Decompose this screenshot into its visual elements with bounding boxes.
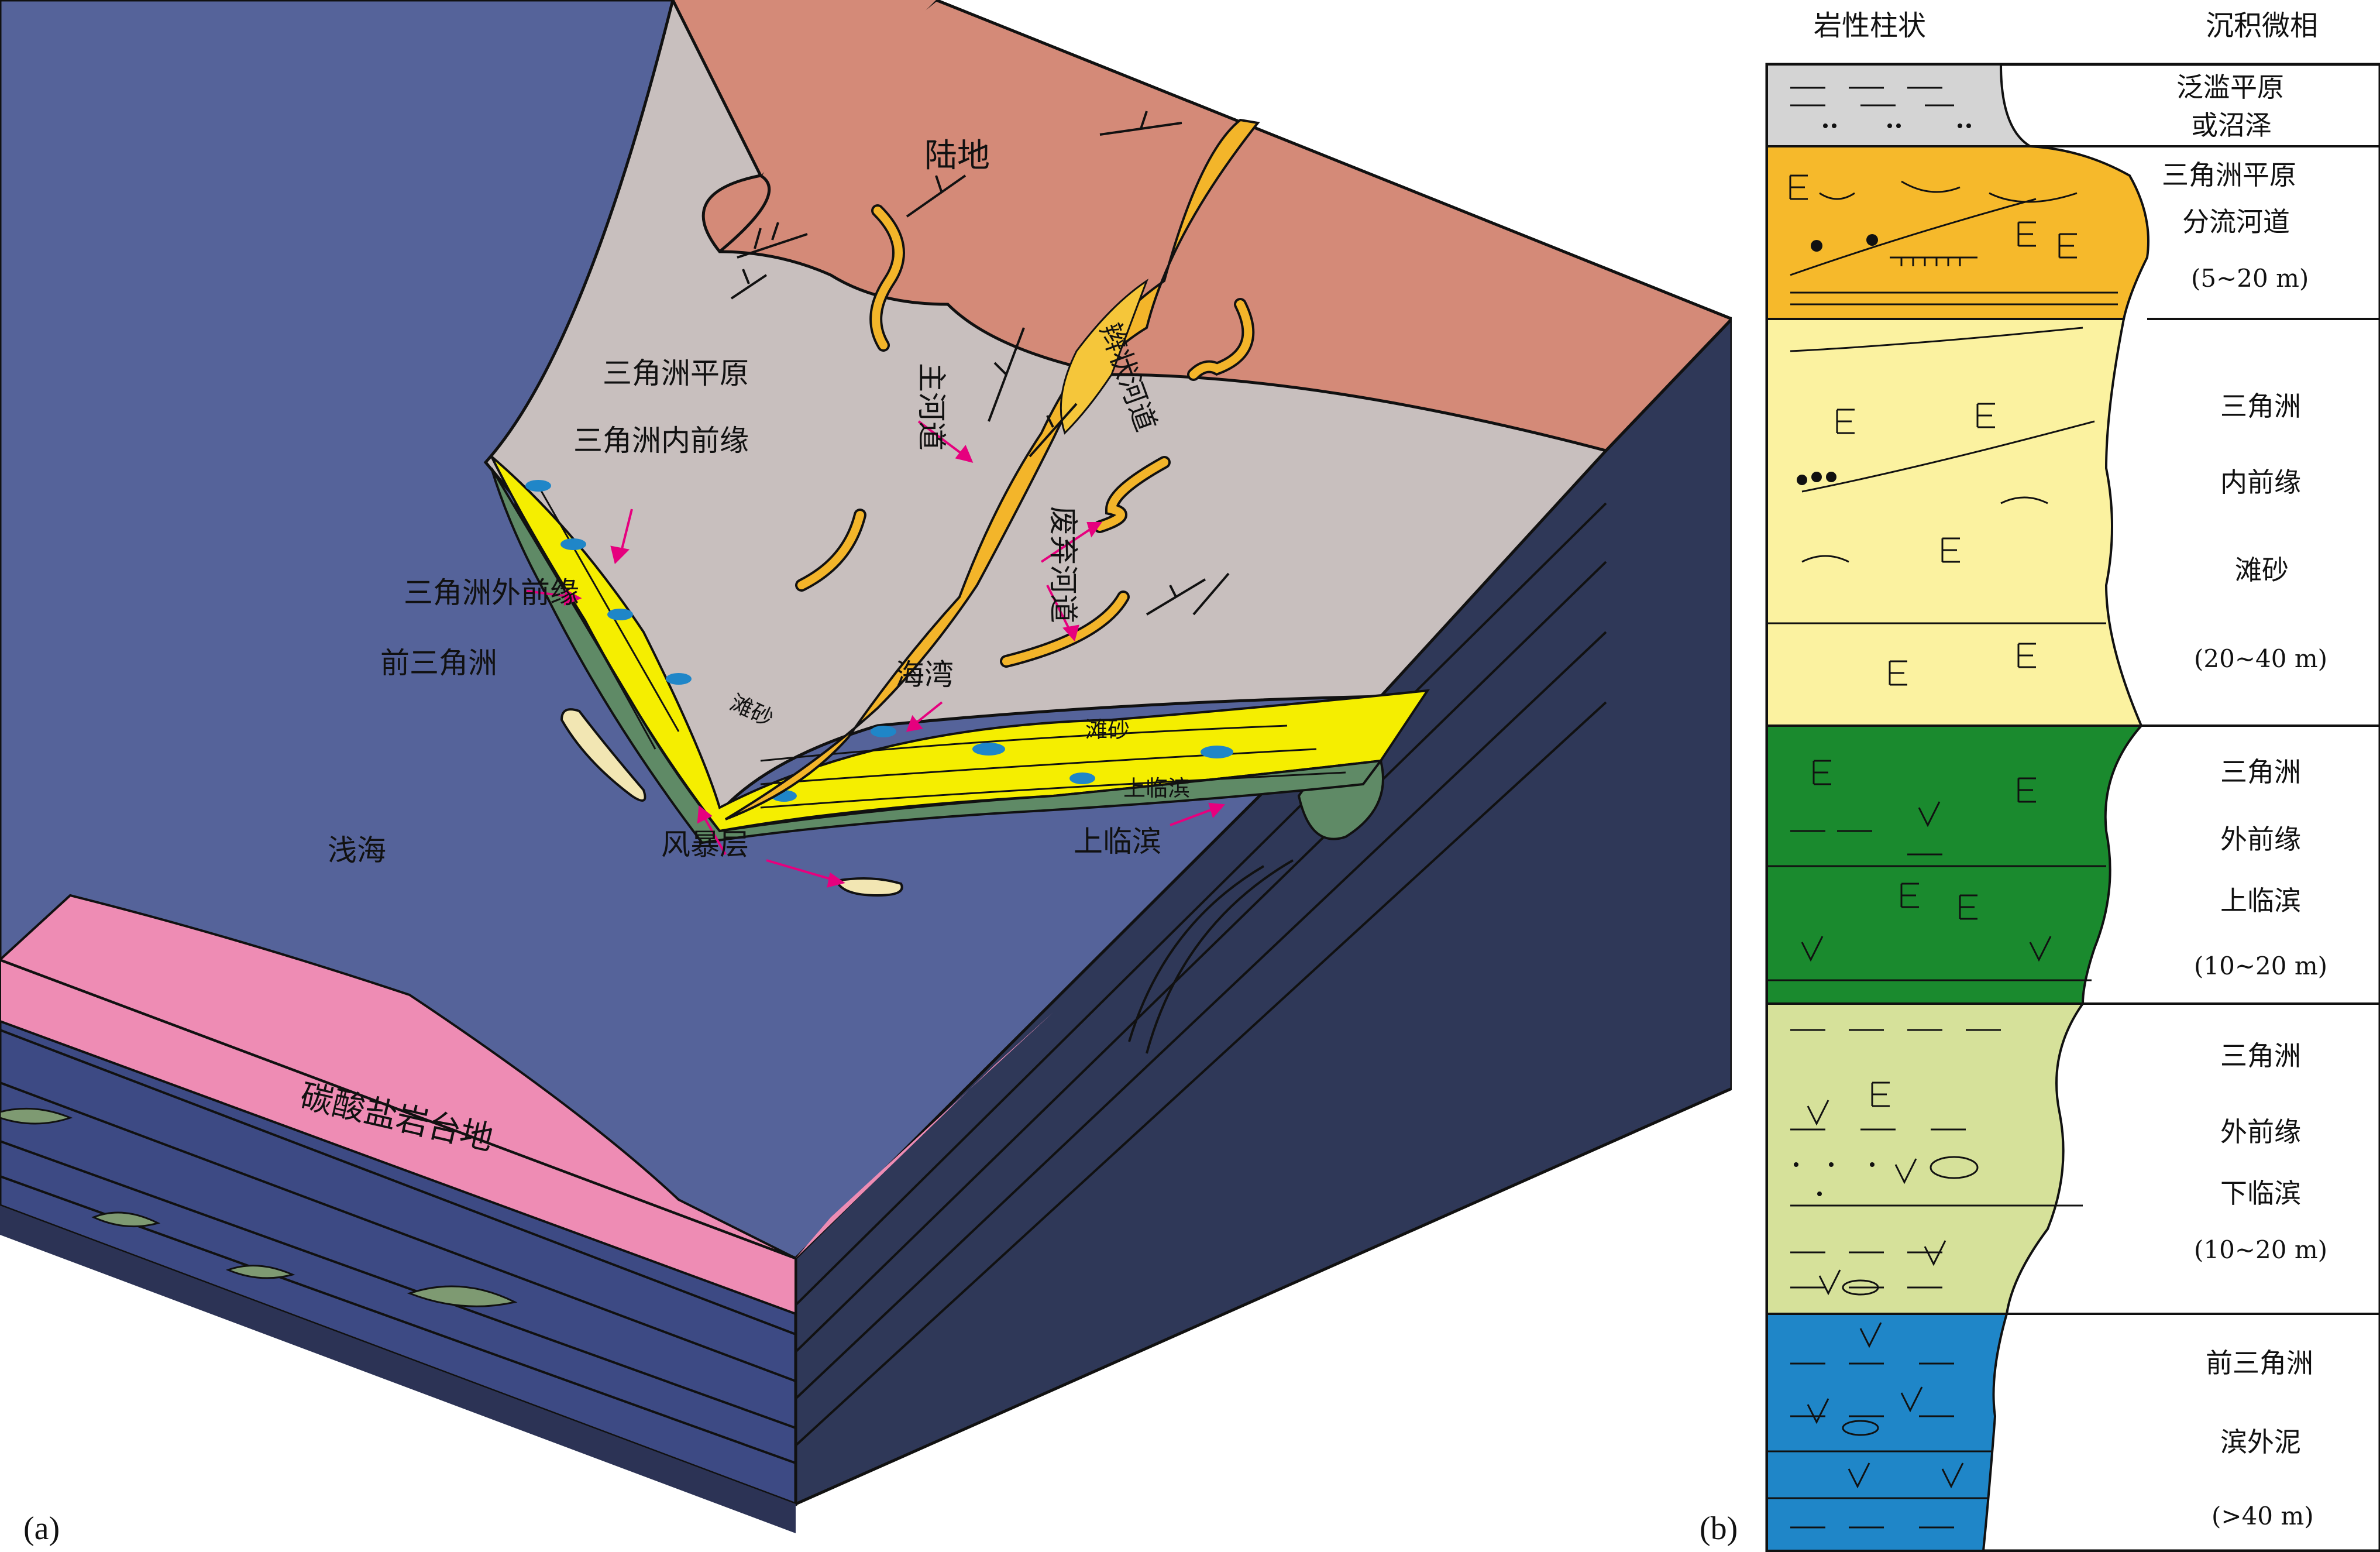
facies-4-line-2: 外前缘	[2220, 823, 2301, 855]
layer-prodelta	[1766, 1313, 2008, 1552]
facies-3-line-3: 滩砂	[2235, 554, 2289, 586]
facies-5-thickness: (10~20 m)	[2194, 1235, 2327, 1264]
facies-5-line-1: 三角洲	[2220, 1040, 2301, 1072]
label-upper-shoreface: 上临滨	[1074, 825, 1161, 859]
facies-4-thickness: (10~20 m)	[2194, 952, 2327, 980]
facies-6-line-1: 前三角洲	[2206, 1347, 2313, 1379]
header-facies: 沉积微相	[2206, 9, 2318, 42]
outer-front-green	[490, 467, 1384, 844]
facies-2-line-2: 分流河道	[2182, 206, 2290, 238]
facies-3-line-2: 内前缘	[2220, 466, 2301, 498]
label-storm-layer: 风暴层	[661, 827, 749, 861]
storm-layer-lens-2	[835, 877, 903, 897]
carbonate-platform	[0, 894, 796, 1259]
facies-labels: 泛滥平原 或沼泽 三角洲平原 分流河道 (5~20 m) 三角洲 内前缘 滩砂 …	[2162, 71, 2327, 1530]
panel-b-letter: (b)	[1700, 1510, 1738, 1547]
label-shallow-sea: 浅海	[328, 833, 386, 867]
label-beach-sand-2: 滩砂	[1085, 717, 1130, 743]
layer-outer-lower	[1766, 1002, 2085, 1315]
label-upper-shoreface-inner: 上临滨	[1123, 775, 1190, 801]
label-land: 陆地	[924, 137, 990, 175]
label-prodelta: 前三角洲	[380, 646, 497, 680]
layer-channel	[1766, 145, 2149, 320]
header-lithology: 岩性柱状	[1814, 9, 1926, 42]
layer-outer-upper	[1766, 725, 2144, 1005]
label-delta-plain: 三角洲平原	[603, 356, 749, 390]
block-diagram: 陆地 三角洲平原 三角洲内前缘 三角洲外前缘 前三角洲 浅海 碳酸盐岩台地 辫状…	[0, 0, 1732, 1547]
facies-3-line-1: 三角洲	[2220, 390, 2301, 422]
facies-1-line-1: 泛滥平原	[2176, 71, 2284, 103]
facies-4-line-1: 三角洲	[2220, 756, 2301, 788]
label-main-channel: 主河道	[914, 363, 948, 451]
facies-6-line-2: 滨外泥	[2220, 1426, 2301, 1458]
facies-4-line-3: 上临滨	[2220, 885, 2301, 916]
label-outer-front: 三角洲外前缘	[404, 576, 579, 610]
label-bay: 海湾	[895, 658, 954, 692]
label-inner-front: 三角洲内前缘	[573, 424, 749, 458]
facies-5-line-3: 下临滨	[2220, 1177, 2301, 1209]
facies-2-line-1: 三角洲平原	[2162, 159, 2296, 191]
facies-5-line-2: 外前缘	[2220, 1116, 2301, 1148]
facies-2-thickness: (5~20 m)	[2191, 264, 2309, 293]
panel-a-letter: (a)	[23, 1510, 60, 1547]
storm-layer-lens	[560, 708, 646, 802]
layer-inner-front	[1766, 318, 2144, 727]
facies-1-line-2: 或沼泽	[2191, 109, 2272, 141]
label-abandoned-channel: 废弃河道	[1046, 506, 1080, 623]
facies-3-thickness: (20~40 m)	[2194, 644, 2327, 673]
facies-6-thickness: (>40 m)	[2212, 1502, 2314, 1530]
